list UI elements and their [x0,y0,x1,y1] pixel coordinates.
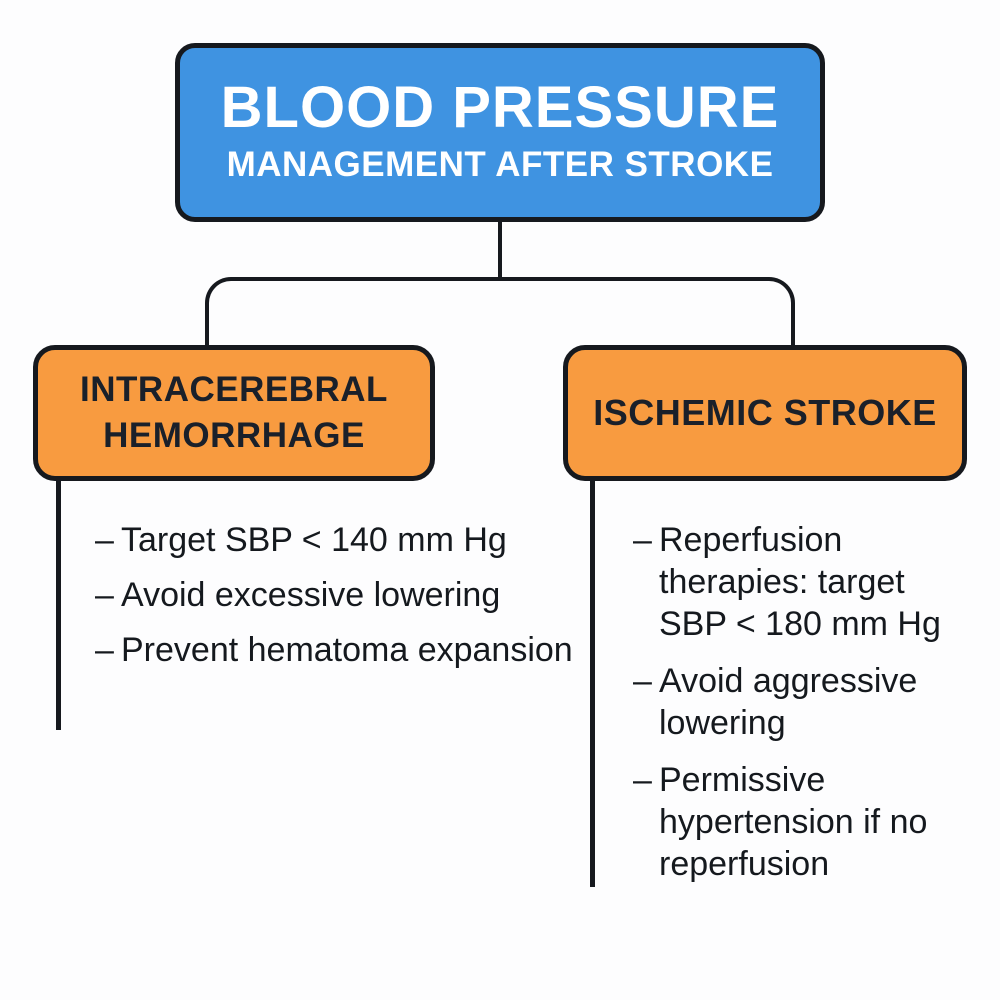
bullet-text: Avoid aggressive lowering [659,662,918,742]
list-item: – Reperfusion therapies: target SBP < 18… [633,519,973,645]
connector-stem [498,222,502,279]
node-intracerebral-hemorrhage: INTRACEREBRAL HEMORRHAGE [33,345,435,481]
bullet-text: Target SBP < 140 mm Hg [121,521,507,559]
list-item: – Target SBP < 140 mm Hg [95,519,595,561]
node-label: ISCHEMIC STROKE [593,392,937,433]
page-title: BLOOD PRESSURE [220,74,780,140]
list-item: – Prevent hematoma expansion [95,629,595,671]
dash-bullet: – [95,631,114,669]
bullet-text: Reperfusion therapies: target SBP < 180 … [659,521,941,643]
dash-bullet: – [95,576,114,614]
ischemic-bullet-list: – Reperfusion therapies: target SBP < 18… [633,519,973,900]
bullet-text: Avoid excessive lowering [121,576,501,614]
page-subtitle: MANAGEMENT AFTER STROKE [226,144,774,184]
bullet-text: Prevent hematoma expansion [121,631,573,669]
bullet-text: Permissive hypertension if no reperfusio… [659,761,928,883]
node-label: INTRACEREBRAL HEMORRHAGE [80,370,388,455]
node-ischemic-stroke: ISCHEMIC STROKE [563,345,967,481]
hemorrhage-bullet-list: – Target SBP < 140 mm Hg – Avoid excessi… [95,519,595,684]
list-item: – Permissive hypertension if no reperfus… [633,759,973,885]
hemorrhage-branch-line [56,481,61,730]
dash-bullet: – [633,521,652,559]
dash-bullet: – [633,662,652,700]
list-item: – Avoid aggressive lowering [633,660,973,744]
list-item: – Avoid excessive lowering [95,574,595,616]
title-box: BLOOD PRESSURE MANAGEMENT AFTER STROKE [175,43,825,222]
dash-bullet: – [633,761,652,799]
connector-branches [205,277,795,345]
ischemic-branch-line [590,481,595,887]
dash-bullet: – [95,521,114,559]
